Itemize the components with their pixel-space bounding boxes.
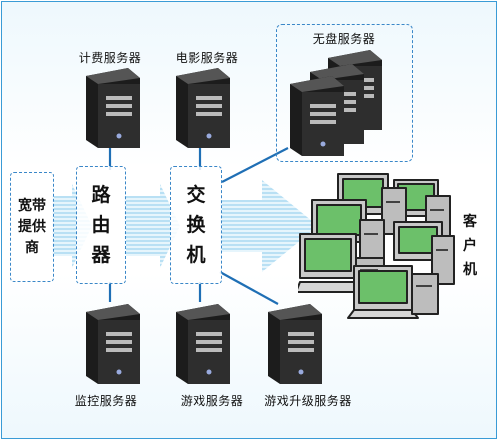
link-switch-diskless [221, 147, 289, 183]
billing-server-label: 计费服务器 [78, 51, 142, 65]
game-upgrade-server-label: 游戏升级服务器 [264, 394, 352, 408]
client-char-3: 机 [463, 262, 477, 278]
switch-char-2: 换 [186, 214, 206, 236]
isp-line-3: 商 [25, 239, 39, 256]
router-char-2: 由 [91, 214, 111, 236]
router-node: 路 由 器 [76, 166, 126, 284]
client-label: 客 户 机 [458, 210, 482, 282]
monitor-server-icon [86, 304, 140, 384]
monitor-server-label: 监控服务器 [74, 394, 138, 408]
link-switch-upgrade [219, 271, 279, 305]
router-char-1: 路 [91, 184, 111, 206]
flow-arrow-router-switch [124, 184, 180, 268]
isp-node: 宽带 提供 商 [10, 172, 54, 282]
client-char-1: 客 [463, 214, 477, 230]
movie-server-label: 电影服务器 [175, 51, 239, 65]
switch-char-3: 机 [186, 244, 206, 266]
game-upgrade-server-icon [268, 304, 322, 384]
game-server-label: 游戏服务器 [180, 394, 244, 408]
isp-line-1: 宽带 [18, 197, 46, 214]
movie-server-icon [176, 68, 230, 148]
diskless-server-1-icon [290, 76, 344, 156]
billing-server-icon [86, 68, 140, 148]
switch-node: 交 换 机 [170, 166, 222, 284]
client-char-2: 户 [463, 238, 477, 254]
router-char-3: 器 [91, 244, 111, 266]
game-server-icon [176, 304, 230, 384]
client-computers-icon [298, 173, 455, 319]
switch-char-1: 交 [186, 184, 206, 206]
diskless-server-label: 无盘服务器 [312, 32, 376, 46]
isp-line-2: 提供 [18, 218, 46, 235]
flow-arrow-switch-clients [220, 180, 318, 272]
diskless-server-group [276, 24, 413, 162]
